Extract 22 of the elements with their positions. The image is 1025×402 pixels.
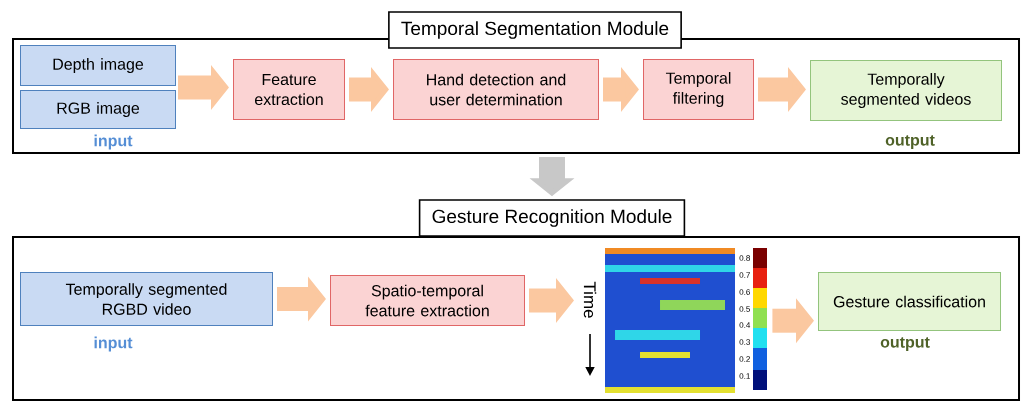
tick-label: 0.2 (739, 356, 750, 362)
input-box: Temporally segmented RGBD video (20, 272, 273, 326)
input-box: Depth image (20, 45, 176, 86)
output-box: Gesture classification (818, 272, 1001, 331)
output-label: output (885, 135, 935, 149)
tick-label: 0.4 (739, 322, 751, 328)
picture (605, 248, 767, 393)
tick-label: 0.6 (739, 289, 750, 295)
output-box: Temporally segmented videos (810, 60, 1002, 121)
tick-label: 0.8 (739, 255, 750, 261)
tick-label: 0.7 (739, 272, 750, 278)
tick-label: 0.1 (739, 373, 750, 379)
module-title: Temporal Segmentation Module (388, 11, 682, 49)
process-box: Feature extraction (233, 59, 345, 120)
axis-label: Time (583, 281, 597, 318)
process-box: Spatio-temporal feature extraction (330, 275, 525, 326)
process-box: Temporal filtering (643, 59, 754, 120)
process-box: Hand detection and user determination (393, 59, 599, 120)
input-box: RGB image (20, 90, 176, 129)
tick-label: 0.5 (739, 306, 750, 312)
tick-label: 0.3 (739, 339, 750, 345)
module-title: Gesture Recognition Module (418, 199, 686, 237)
